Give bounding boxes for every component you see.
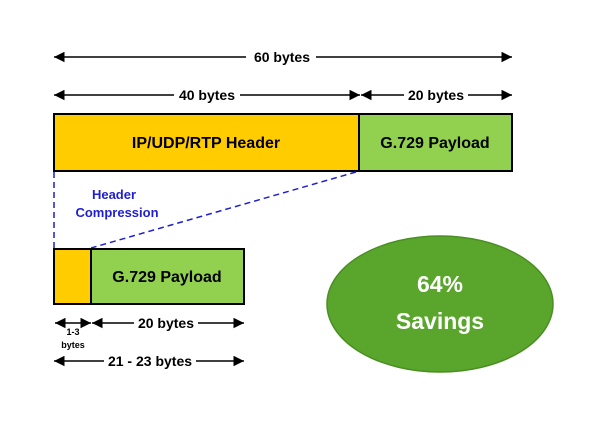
savings-label: Savings bbox=[396, 308, 484, 334]
compression-line-diagonal bbox=[90, 171, 357, 249]
header-size-label: 40 bytes bbox=[179, 87, 235, 103]
compressed-payload-size-label: 20 bytes bbox=[138, 315, 194, 331]
compressed-payload-box bbox=[90, 248, 245, 305]
compressed-header-size-label-2: bytes bbox=[61, 340, 85, 350]
compression-label-line1: Header bbox=[92, 187, 136, 202]
compressed-header-box bbox=[53, 248, 92, 305]
ip-udp-rtp-header-box bbox=[53, 113, 360, 172]
savings-percent: 64% bbox=[417, 271, 463, 297]
payload-size-label: 20 bytes bbox=[408, 87, 464, 103]
compression-label-line2: Compression bbox=[75, 205, 158, 220]
ip-udp-rtp-header-label: IP/UDP/RTP Header bbox=[132, 135, 280, 152]
total-size-label: 60 bytes bbox=[254, 49, 310, 65]
compressed-payload-label: G.729 Payload bbox=[112, 269, 221, 286]
savings-ellipse bbox=[326, 235, 554, 373]
g729-payload-box bbox=[358, 113, 513, 172]
compressed-header-size-label-1: 1-3 bbox=[66, 327, 79, 337]
g729-payload-label: G.729 Payload bbox=[380, 135, 489, 152]
compressed-total-label: 21 - 23 bytes bbox=[108, 353, 192, 369]
